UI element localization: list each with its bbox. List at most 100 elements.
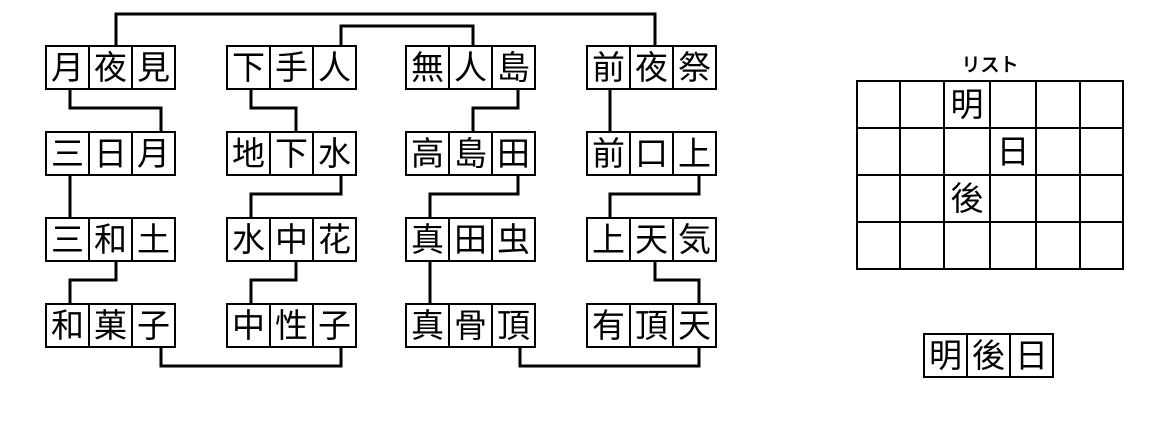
list-cell[interactable] bbox=[855, 80, 902, 129]
list-cell[interactable] bbox=[1035, 127, 1081, 176]
connector-bottom-right bbox=[518, 348, 701, 368]
word-c2-r4: 中 性 子 bbox=[226, 303, 357, 348]
word-cell[interactable]: 上 bbox=[672, 131, 717, 176]
word-c1-r2: 三 日 月 bbox=[45, 131, 176, 176]
list-cell[interactable]: 日 bbox=[988, 127, 1038, 176]
list-cell[interactable] bbox=[899, 127, 945, 176]
connector-top-long bbox=[114, 12, 657, 45]
list-cell[interactable]: 後 bbox=[942, 174, 991, 223]
word-cell[interactable]: 虫 bbox=[491, 217, 536, 262]
word-cell[interactable]: 上 bbox=[586, 217, 631, 262]
list-cell[interactable] bbox=[1035, 221, 1081, 270]
list-cell[interactable]: 明 bbox=[942, 80, 991, 129]
word-cell[interactable]: 高 bbox=[405, 131, 450, 176]
word-cell[interactable]: 前 bbox=[586, 131, 631, 176]
list-row: 後 bbox=[855, 174, 1124, 223]
word-cell[interactable]: 和 bbox=[45, 303, 90, 348]
word-cell[interactable]: 夜 bbox=[629, 45, 674, 90]
list-grid: 明 日 後 bbox=[855, 80, 1124, 270]
list-cell[interactable] bbox=[942, 127, 991, 176]
list-cell[interactable] bbox=[1035, 80, 1081, 129]
word-cell[interactable]: 中 bbox=[226, 303, 271, 348]
list-cell[interactable] bbox=[1078, 174, 1124, 223]
word-cell[interactable]: 下 bbox=[226, 45, 271, 90]
word-cell[interactable]: 島 bbox=[448, 131, 493, 176]
word-cell[interactable]: 下 bbox=[269, 131, 314, 176]
word-cell[interactable]: 土 bbox=[131, 217, 176, 262]
word-cell[interactable]: 性 bbox=[269, 303, 314, 348]
word-cell[interactable]: 真 bbox=[405, 217, 450, 262]
list-cell[interactable] bbox=[855, 221, 902, 270]
word-cell[interactable]: 月 bbox=[131, 131, 176, 176]
connector-c3-r1-r2 bbox=[471, 90, 520, 131]
word-cell[interactable]: 中 bbox=[269, 217, 314, 262]
list-cell[interactable] bbox=[899, 174, 945, 223]
word-cell[interactable]: 子 bbox=[312, 303, 357, 348]
word-cell[interactable]: 前 bbox=[586, 45, 631, 90]
word-c3-r4: 真 骨 頂 bbox=[405, 303, 536, 348]
list-cell[interactable] bbox=[899, 221, 945, 270]
word-cell[interactable]: 花 bbox=[312, 217, 357, 262]
word-c1-r3: 三 和 土 bbox=[45, 217, 176, 262]
word-cell[interactable]: 真 bbox=[405, 303, 450, 348]
word-cell[interactable]: 水 bbox=[226, 217, 271, 262]
answer-cell[interactable]: 明 bbox=[923, 333, 968, 378]
word-cell[interactable]: 天 bbox=[629, 217, 674, 262]
word-cell[interactable]: 骨 bbox=[448, 303, 493, 348]
word-cell[interactable]: 田 bbox=[448, 217, 493, 262]
word-cell[interactable]: 水 bbox=[312, 131, 357, 176]
list-cell[interactable] bbox=[988, 80, 1038, 129]
answer-cell[interactable]: 日 bbox=[1009, 333, 1054, 378]
list-cell[interactable] bbox=[1078, 221, 1124, 270]
list-cell[interactable] bbox=[899, 80, 945, 129]
list-cell[interactable] bbox=[988, 221, 1038, 270]
word-cell[interactable]: 人 bbox=[312, 45, 357, 90]
word-cell[interactable]: 口 bbox=[629, 131, 674, 176]
list-cell[interactable] bbox=[1035, 174, 1081, 223]
word-cell[interactable]: 手 bbox=[269, 45, 314, 90]
list-panel: リスト 明 日 後 bbox=[855, 50, 1124, 270]
word-c3-r2: 高 島 田 bbox=[405, 131, 536, 176]
word-cell[interactable]: 三 bbox=[45, 131, 90, 176]
connector-top-short bbox=[339, 24, 475, 45]
list-cell[interactable] bbox=[942, 221, 991, 270]
word-cell[interactable]: 夜 bbox=[88, 45, 133, 90]
word-cell[interactable]: 日 bbox=[88, 131, 133, 176]
list-cell[interactable] bbox=[988, 174, 1038, 223]
list-cell[interactable] bbox=[855, 174, 902, 223]
word-cell[interactable]: 月 bbox=[45, 45, 90, 90]
word-c4-r3: 上 天 気 bbox=[586, 217, 717, 262]
connector-c2-r3-r4 bbox=[249, 262, 298, 303]
word-cell[interactable]: 頂 bbox=[629, 303, 674, 348]
word-cell[interactable]: 島 bbox=[491, 45, 536, 90]
connector-c1-r3-r4 bbox=[68, 262, 118, 303]
list-cell[interactable] bbox=[855, 127, 902, 176]
word-cell[interactable]: 田 bbox=[491, 131, 536, 176]
word-c4-r1: 前 夜 祭 bbox=[586, 45, 717, 90]
word-cell[interactable]: 無 bbox=[405, 45, 450, 90]
word-c3-r1: 無 人 島 bbox=[405, 45, 536, 90]
word-cell[interactable]: 気 bbox=[672, 217, 717, 262]
word-cell[interactable]: 三 bbox=[45, 217, 90, 262]
word-cell[interactable]: 子 bbox=[131, 303, 176, 348]
connector-c3-r2-r3 bbox=[428, 176, 520, 217]
word-cell[interactable]: 祭 bbox=[672, 45, 717, 90]
word-cell[interactable]: 頂 bbox=[491, 303, 536, 348]
word-cell[interactable]: 天 bbox=[672, 303, 717, 348]
word-cell[interactable]: 和 bbox=[88, 217, 133, 262]
word-cell[interactable]: 見 bbox=[131, 45, 176, 90]
answer-cell[interactable]: 後 bbox=[966, 333, 1011, 378]
connector-c4-r2-r3 bbox=[608, 176, 701, 217]
connector-c2-r2-r3 bbox=[249, 176, 343, 217]
list-cell[interactable] bbox=[1078, 127, 1124, 176]
word-cell[interactable]: 菓 bbox=[88, 303, 133, 348]
word-c4-r2: 前 口 上 bbox=[586, 131, 717, 176]
connector-c2-r1-r2 bbox=[249, 90, 298, 131]
list-cell[interactable] bbox=[1078, 80, 1124, 129]
answer-word: 明 後 日 bbox=[923, 333, 1054, 378]
connector-c4-r3-r4 bbox=[653, 262, 701, 303]
word-cell[interactable]: 人 bbox=[448, 45, 493, 90]
word-cell[interactable]: 有 bbox=[586, 303, 631, 348]
word-cell[interactable]: 地 bbox=[226, 131, 271, 176]
